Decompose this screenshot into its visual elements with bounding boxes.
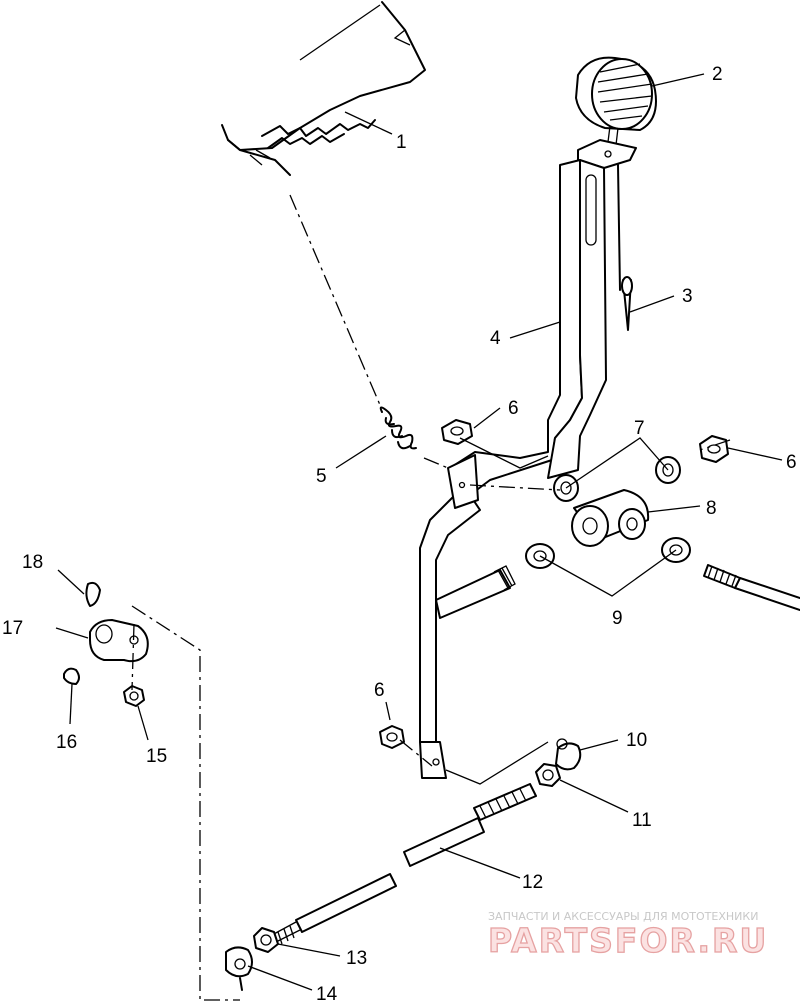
part-pedal-arm-4 — [419, 139, 637, 779]
watermark: ЗАПЧАСТИ И АКСЕССУАРЫ ДЛЯ МОТОТЕХНИКИ PA… — [487, 910, 768, 961]
part-cotter-pin-3 — [617, 164, 633, 331]
callout-8: 8 — [706, 498, 717, 519]
part-pin-16 — [63, 667, 80, 685]
callout-6-top: 6 — [508, 398, 519, 419]
callout-13: 13 — [346, 948, 367, 969]
callout-11: 11 — [632, 810, 652, 831]
watermark-caption: ЗАПЧАСТИ И АКСЕССУАРЫ ДЛЯ МОТОТЕХНИКИ — [488, 910, 758, 923]
assembly-lines — [131, 194, 731, 1001]
callout-10: 10 — [626, 730, 647, 751]
callout-4: 4 — [490, 328, 501, 349]
part-spring-5 — [379, 406, 417, 450]
callout-9: 9 — [612, 608, 623, 629]
part-brake-rod-12 — [271, 783, 537, 945]
callout-7: 7 — [634, 418, 645, 439]
part-nut-6-right — [699, 435, 729, 463]
part-nut-6-lower — [379, 725, 405, 749]
part-nut-13 — [253, 927, 279, 953]
part-ball-joint-10 — [555, 738, 582, 771]
callout-14: 14 — [316, 984, 338, 1003]
callout-15: 15 — [146, 746, 167, 767]
part-pivot-bushing-8 — [571, 489, 650, 547]
watermark-logo: PARTSFOR.RU — [488, 921, 768, 960]
part-pedal-pad-2 — [575, 56, 657, 146]
callout-6-right: 6 — [786, 452, 797, 473]
callout-6-lower: 6 — [374, 680, 385, 701]
part-jam-nut-11 — [535, 763, 561, 787]
part-nut-15 — [123, 685, 145, 707]
part-nut-6-top — [441, 419, 473, 445]
callout-1: 1 — [396, 132, 407, 153]
leader-lines — [55, 73, 783, 991]
callout-2: 2 — [712, 64, 723, 85]
callout-12: 12 — [522, 872, 543, 893]
part-clip-18 — [85, 581, 101, 607]
callout-17: 17 — [2, 618, 23, 639]
callout-18: 18 — [22, 552, 43, 573]
part-footrest-1 — [221, 1, 426, 176]
part-threaded-shaft-end — [703, 564, 800, 611]
part-lever-17 — [89, 619, 149, 663]
callout-3: 3 — [682, 286, 693, 307]
callout-5: 5 — [316, 466, 327, 487]
callouts: 1 2 3 4 5 6 6 6 7 8 9 10 11 12 13 14 15 … — [2, 64, 797, 1003]
callout-16: 16 — [56, 732, 77, 753]
part-ball-joint-14 — [225, 946, 253, 991]
